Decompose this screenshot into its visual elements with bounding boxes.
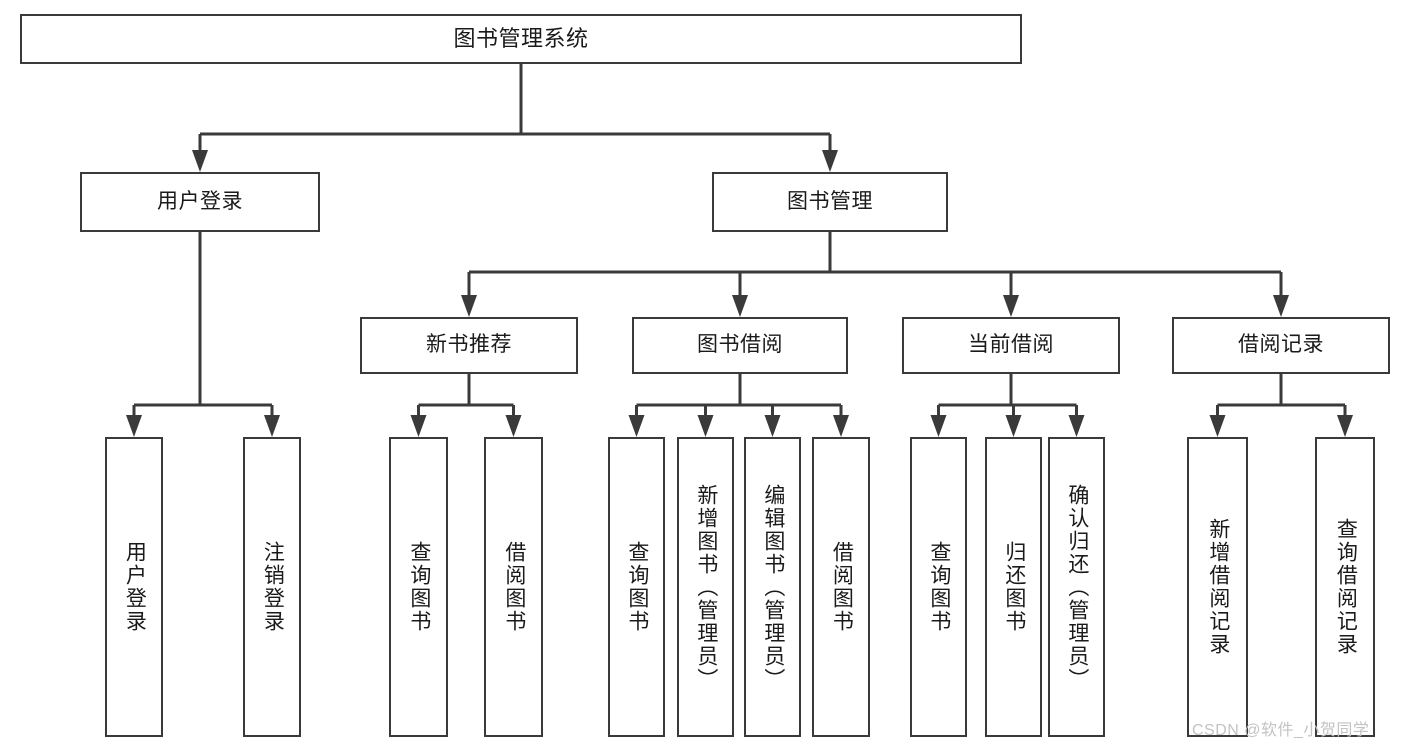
node-leaf-query-borrow-record[interactable]: 查询借阅记录 xyxy=(1315,437,1375,737)
node-leaf-query-book-current[interactable]: 查询图书 xyxy=(910,437,967,737)
node-label-leaf-add-book-admin: 新增图书（管理员） xyxy=(694,483,718,691)
node-label-new-book-recommend: 新书推荐 xyxy=(426,333,512,357)
arrowhead-leaf-query-book-borrow xyxy=(628,415,645,437)
arrowhead-leaf-query-borrow-record xyxy=(1337,415,1353,437)
node-label-book-manage: 图书管理 xyxy=(787,189,873,213)
node-leaf-query-book-borrow[interactable]: 查询图书 xyxy=(608,437,665,737)
arrowhead-leaf-user-login xyxy=(126,415,142,437)
node-leaf-user-login[interactable]: 用户登录 xyxy=(105,437,163,737)
node-label-current-borrow: 当前借阅 xyxy=(968,333,1054,357)
node-label-leaf-add-borrow-record: 新增借阅记录 xyxy=(1206,518,1230,656)
node-label-leaf-borrow-book-rec: 借阅图书 xyxy=(502,541,526,633)
node-leaf-logout[interactable]: 注销登录 xyxy=(243,437,301,737)
node-current-borrow[interactable]: 当前借阅 xyxy=(902,317,1120,374)
arrowhead-leaf-confirm-return-admin xyxy=(1068,415,1085,437)
node-borrow-record[interactable]: 借阅记录 xyxy=(1172,317,1390,374)
node-leaf-borrow-book[interactable]: 借阅图书 xyxy=(812,437,870,737)
arrowhead-leaf-borrow-book-rec xyxy=(505,415,522,437)
node-label-leaf-edit-book-admin: 编辑图书（管理员） xyxy=(761,483,785,691)
arrowhead-leaf-return-book xyxy=(1005,415,1022,437)
arrowhead-leaf-query-book-rec xyxy=(410,415,427,437)
node-label-user-login: 用户登录 xyxy=(157,189,243,213)
node-label-leaf-return-book: 归还图书 xyxy=(1002,541,1026,633)
node-book-borrow[interactable]: 图书借阅 xyxy=(632,317,848,374)
arrowhead-leaf-query-book-current xyxy=(930,415,947,437)
node-leaf-add-book-admin[interactable]: 新增图书（管理员） xyxy=(677,437,734,737)
arrowhead-leaf-borrow-book xyxy=(833,415,849,437)
node-label-leaf-query-book-rec: 查询图书 xyxy=(407,541,431,633)
arrowhead-book-borrow xyxy=(732,295,748,317)
node-leaf-confirm-return-admin[interactable]: 确认归还（管理员） xyxy=(1048,437,1105,737)
node-label-leaf-user-login: 用户登录 xyxy=(123,541,147,633)
node-label-book-borrow: 图书借阅 xyxy=(697,333,783,357)
node-label-borrow-record: 借阅记录 xyxy=(1238,333,1324,357)
csdn-watermark: CSDN @软件_小贺同学 xyxy=(1192,722,1370,739)
arrowhead-leaf-logout xyxy=(264,415,280,437)
node-label-leaf-confirm-return-admin: 确认归还（管理员） xyxy=(1065,483,1089,691)
arrowhead-current-borrow xyxy=(1003,295,1019,317)
node-label-leaf-logout: 注销登录 xyxy=(261,541,285,633)
arrowhead-book-manage xyxy=(822,150,838,172)
node-label-leaf-borrow-book: 借阅图书 xyxy=(830,541,854,633)
node-leaf-borrow-book-rec[interactable]: 借阅图书 xyxy=(484,437,543,737)
node-user-login[interactable]: 用户登录 xyxy=(80,172,320,232)
node-label-leaf-query-borrow-record: 查询借阅记录 xyxy=(1334,518,1358,656)
arrowhead-user-login xyxy=(192,150,208,172)
node-book-manage[interactable]: 图书管理 xyxy=(712,172,948,232)
arrowhead-new-book-recommend xyxy=(461,295,477,317)
node-label-leaf-query-book-current: 查询图书 xyxy=(927,541,951,633)
node-leaf-return-book[interactable]: 归还图书 xyxy=(985,437,1042,737)
node-label-leaf-query-book-borrow: 查询图书 xyxy=(625,541,649,633)
arrowhead-leaf-edit-book-admin xyxy=(764,415,781,437)
arrowhead-borrow-record xyxy=(1273,295,1289,317)
node-new-book-recommend[interactable]: 新书推荐 xyxy=(360,317,578,374)
node-root[interactable]: 图书管理系统 xyxy=(20,14,1022,64)
arrowhead-leaf-add-borrow-record xyxy=(1209,415,1226,437)
arrowhead-leaf-add-book-admin xyxy=(697,415,714,437)
node-leaf-query-book-rec[interactable]: 查询图书 xyxy=(389,437,448,737)
node-label-root: 图书管理系统 xyxy=(453,26,589,52)
node-leaf-add-borrow-record[interactable]: 新增借阅记录 xyxy=(1187,437,1248,737)
node-leaf-edit-book-admin[interactable]: 编辑图书（管理员） xyxy=(744,437,801,737)
